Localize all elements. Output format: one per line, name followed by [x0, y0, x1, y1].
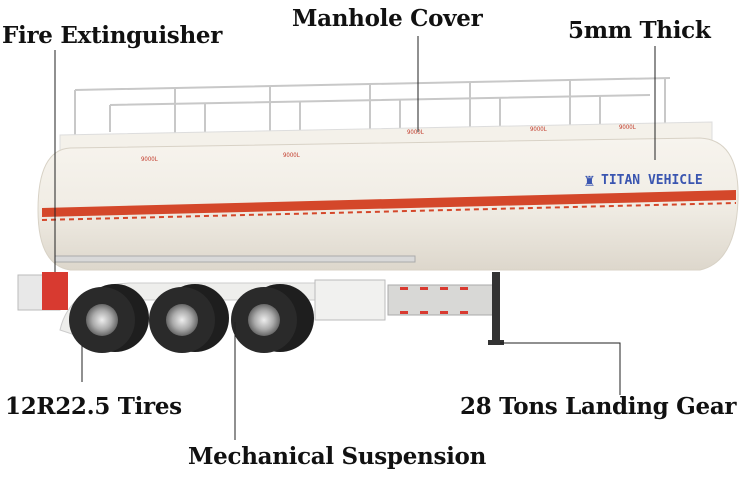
wheels: [69, 284, 314, 353]
compartment-label: 9000L: [407, 129, 424, 136]
callout-fire-extinguisher: Fire Extinguisher: [2, 22, 223, 49]
top-railing: [74, 77, 671, 140]
compartment-label: 9000L: [141, 156, 158, 163]
tool-box: [314, 279, 386, 321]
callout-suspension: Mechanical Suspension: [188, 443, 487, 470]
callout-manhole-cover: Manhole Cover: [292, 5, 483, 32]
compartment-label: 9000L: [530, 126, 547, 133]
guard-reflectors: [400, 287, 468, 314]
red-stripe: [42, 190, 736, 217]
landing-gear: [488, 272, 504, 345]
compartment-label: 9000L: [619, 124, 636, 131]
fire-extinguisher-box: [42, 272, 68, 310]
brand-name: TITAN VEHICLE: [601, 173, 703, 188]
side-pipe: [54, 255, 416, 263]
callout-tires: 12R22.5 Tires: [5, 393, 182, 420]
leader-lines: [54, 36, 656, 440]
compartment-label: 9000L: [283, 152, 300, 159]
callout-thickness: 5mm Thick: [568, 17, 711, 44]
callout-landing-gear: 28 Tons Landing Gear: [460, 393, 737, 420]
brand-logo-icon: ♜: [583, 174, 596, 190]
